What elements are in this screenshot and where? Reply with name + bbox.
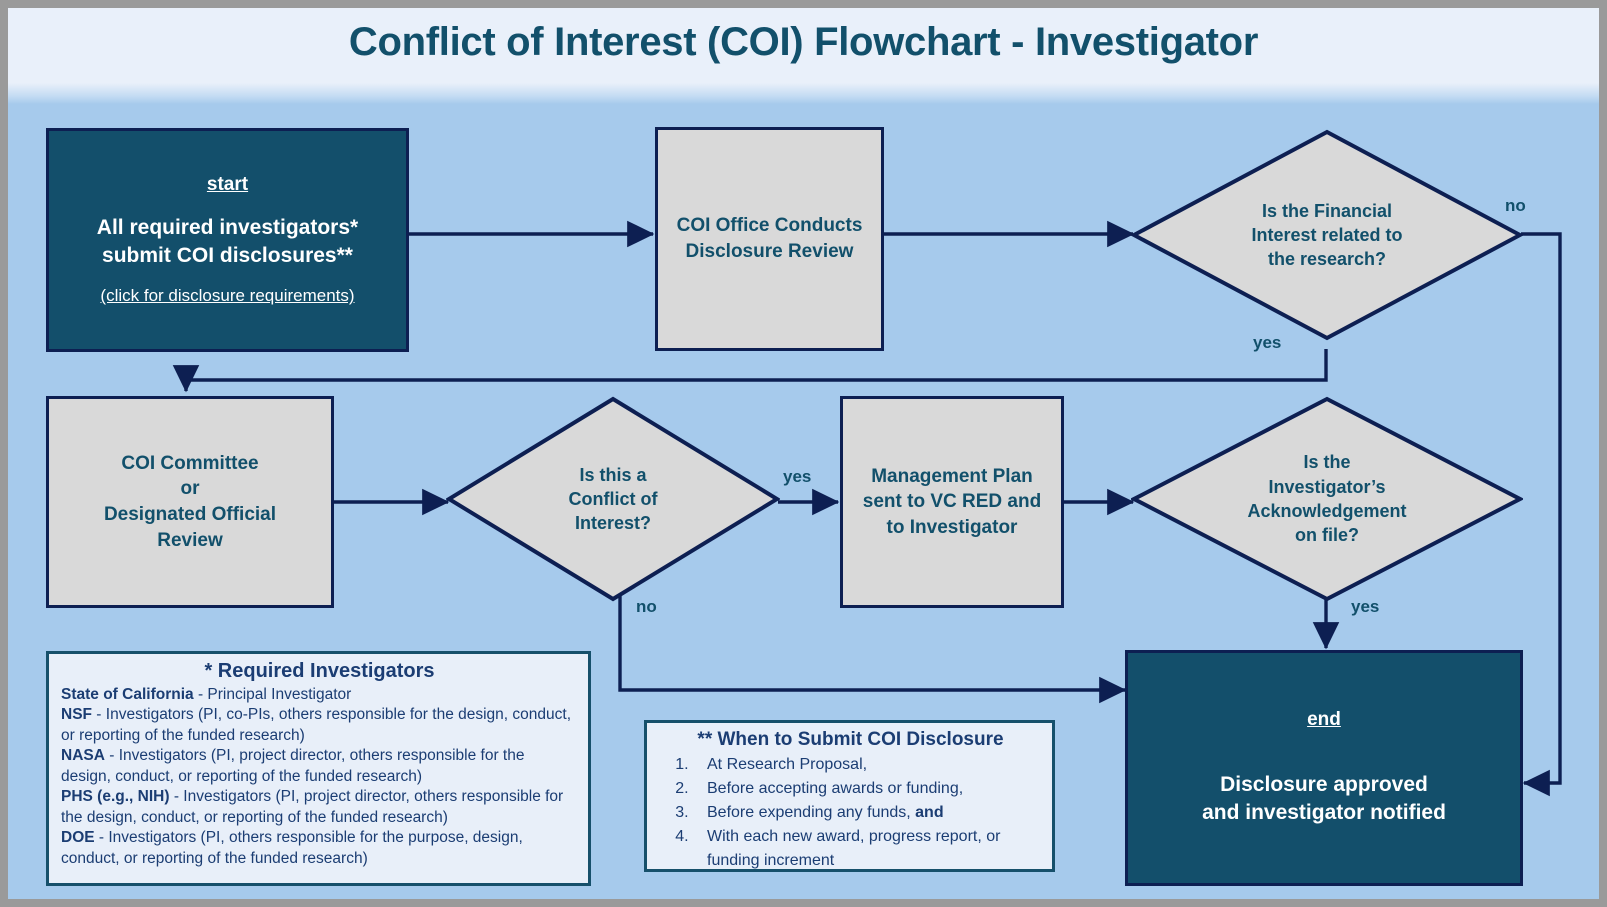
legend-required-investigators: * Required Investigators State of Califo… bbox=[46, 651, 591, 886]
committee-line4: Review bbox=[157, 529, 223, 551]
coi-office-line1: COI Office Conducts bbox=[676, 215, 863, 237]
edge-label-ack-yes: yes bbox=[1351, 597, 1380, 616]
diamond-shape bbox=[1131, 396, 1523, 602]
decision-conflict-text: Is this a Conflict of Interest? bbox=[568, 464, 658, 534]
start-main-text: All required investigators* submit COI d… bbox=[96, 215, 359, 267]
legend-investigator-entry: PHS (e.g., NIH) - Investigators (PI, pro… bbox=[61, 788, 564, 826]
start-tag: start bbox=[206, 173, 249, 195]
end-tag: end bbox=[1307, 708, 1341, 730]
mgmt-line2: sent to VC RED and bbox=[862, 491, 1042, 513]
legend-investigator-agency: NSF bbox=[61, 706, 92, 724]
committee-line1: COI Committee bbox=[121, 452, 259, 474]
mgmt-line1: Management Plan bbox=[871, 465, 1033, 487]
legend-when-to-submit: ** When to Submit COI Disclosure At Rese… bbox=[644, 720, 1055, 872]
edge-conflict-no-to-end bbox=[618, 596, 1127, 704]
edge-label-conflict-no: no bbox=[636, 597, 657, 616]
committee-line3: Designated Official bbox=[103, 504, 277, 525]
legend-when-steps: At Research Proposal,Before accepting aw… bbox=[659, 753, 1042, 873]
legend-when-step: Before accepting awards or funding, bbox=[693, 777, 1042, 801]
legend-investigator-agency: DOE bbox=[61, 829, 95, 847]
legend-investigator-entry: State of California - Principal Investig… bbox=[61, 686, 352, 703]
node-coi-office-review[interactable]: COI Office Conducts Disclosure Review bbox=[655, 127, 884, 351]
node-start[interactable]: start All required investigators* submit… bbox=[46, 128, 409, 352]
edge-label-conflict-yes: yes bbox=[783, 467, 812, 486]
diamond-shape bbox=[1131, 129, 1523, 341]
committee-line2: or bbox=[180, 478, 200, 500]
legend-when-title: ** When to Submit COI Disclosure bbox=[697, 729, 1004, 750]
legend-investigator-agency: State of California bbox=[61, 686, 194, 703]
decision-financial-text: Is the Financial Interest related to the… bbox=[1251, 200, 1403, 270]
node-decision-financial-interest[interactable]: Is the Financial Interest related to the… bbox=[1131, 129, 1523, 341]
legend-investigators-title: * Required Investigators bbox=[204, 660, 435, 682]
node-coi-committee-review[interactable]: COI Committee or Designated Official Rev… bbox=[46, 396, 334, 608]
node-management-plan[interactable]: Management Plan sent to VC RED and to In… bbox=[840, 396, 1064, 608]
legend-when-step: With each new award, progress report, or… bbox=[693, 825, 1042, 873]
legend-investigator-entry: DOE - Investigators (PI, others responsi… bbox=[61, 829, 523, 867]
legend-when-step-emphasis: and bbox=[915, 804, 944, 821]
node-end[interactable]: end Disclosure approved and investigator… bbox=[1125, 650, 1523, 886]
legend-investigator-entry: NSF - Investigators (PI, co-PIs, others … bbox=[61, 706, 572, 744]
end-main-text: Disclosure approved and investigator not… bbox=[1202, 772, 1446, 824]
diamond-shape bbox=[446, 396, 780, 602]
legend-investigator-agency: NASA bbox=[61, 747, 105, 765]
decision-ack-text: Is the Investigator’s Acknowledgement on… bbox=[1247, 452, 1407, 546]
legend-investigator-agency: PHS (e.g., NIH) bbox=[61, 788, 170, 806]
node-decision-conflict-of-interest[interactable]: Is this a Conflict of Interest? bbox=[446, 396, 780, 602]
connector-layer bbox=[172, 220, 1562, 797]
node-decision-acknowledgement[interactable]: Is the Investigator’s Acknowledgement on… bbox=[1131, 396, 1523, 602]
edge-label-financial-no: no bbox=[1505, 196, 1526, 215]
edge-label-financial-yes: yes bbox=[1253, 333, 1282, 352]
mgmt-line3: to Investigator bbox=[886, 516, 1018, 538]
legend-when-step: At Research Proposal, bbox=[693, 753, 1042, 777]
legend-investigators-list: State of California - Principal Investig… bbox=[61, 685, 578, 869]
edge-financial-no-to-end bbox=[1521, 232, 1562, 797]
edge-financial-yes-to-committee bbox=[172, 349, 1328, 393]
legend-investigator-entry: NASA - Investigators (PI, project direct… bbox=[61, 747, 525, 785]
start-disclosure-link[interactable]: (click for disclosure requirements) bbox=[100, 286, 355, 306]
coi-office-line2: Disclosure Review bbox=[685, 241, 854, 262]
header-band bbox=[8, 8, 1599, 104]
legend-when-step: Before expending any funds, and bbox=[693, 801, 1042, 825]
page-title: Conflict of Interest (COI) Flowchart - I… bbox=[348, 20, 1259, 64]
